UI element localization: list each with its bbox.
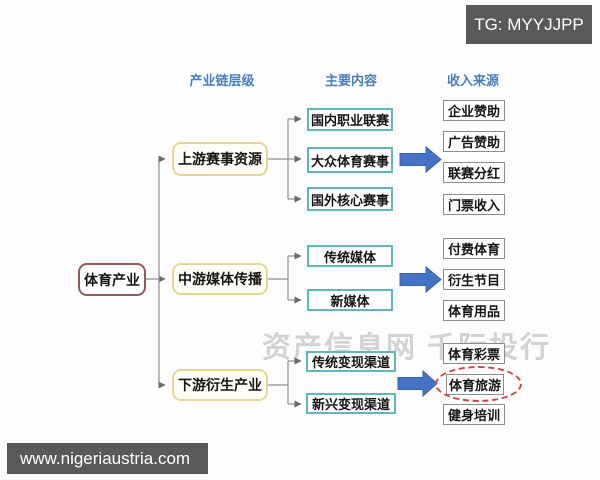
column-header-main-content: 主要内容 [324,73,377,88]
revenue-node-ticket-income: 门票收入 [443,194,505,215]
content-node-mass-sports-events: 大众体育赛事 [307,147,393,173]
revenue-node-sports-lottery: 体育彩票 [443,343,505,364]
revenue-node-ad-sponsorship: 广告赞助 [443,131,505,152]
revenue-node-sporting-goods: 体育用品 [443,300,505,321]
flow-arrow-icon-downstream [397,369,438,398]
flow-arrow-icons [397,145,442,398]
level-node-downstream-derivative: 下游衍生产业 [172,369,268,401]
flow-arrow-icon-midstream [399,265,442,294]
root-node-sports-industry: 体育产业 [78,263,146,296]
revenue-node-derivative-programs: 衍生节目 [443,269,505,290]
level-node-upstream-event-resources: 上游赛事资源 [172,142,268,176]
content-node-traditional-monetization: 传统变现渠道 [306,351,396,372]
level-node-midstream-media: 中游媒体传播 [172,263,268,295]
content-node-traditional-media: 传统媒体 [307,245,393,267]
flow-arrow-icon-upstream [399,145,442,174]
column-header-industry-chain-level: 产业链层级 [189,73,255,88]
revenue-node-sports-tourism: 体育旅游 [446,374,504,395]
content-node-new-monetization: 新兴变现渠道 [306,393,396,414]
tg-watermark-badge: TG: MYYJJPP [466,5,592,44]
website-watermark-badge: www.nigeriaustria.com [7,443,208,474]
revenue-node-paid-sports: 付费体育 [443,238,505,259]
revenue-node-fitness-training: 健身培训 [443,404,505,425]
column-header-revenue-source: 收入来源 [446,73,499,88]
revenue-node-corporate-sponsorship: 企业赞助 [443,100,505,121]
content-node-new-media: 新媒体 [307,289,393,311]
revenue-node-league-dividends: 联赛分红 [443,162,505,183]
content-node-domestic-pro-leagues: 国内职业联赛 [307,108,393,131]
content-node-foreign-core-events: 国外核心赛事 [307,187,393,211]
